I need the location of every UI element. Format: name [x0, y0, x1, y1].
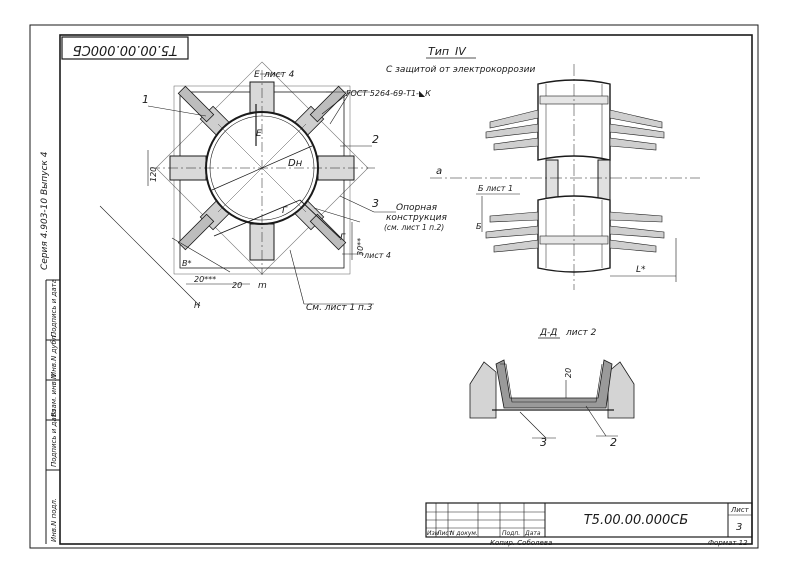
tb-col-list: Лист [436, 530, 453, 537]
stamp-inv-podl: Инв.N подл. [50, 498, 58, 542]
stamp-inv-dubl: Инв.N дубл. [50, 333, 58, 377]
inner-frame [59, 34, 753, 545]
l-label: L* [636, 265, 646, 275]
tb-col-date: Дата [524, 530, 541, 537]
dim-20-b: 20 [232, 281, 242, 290]
e-top-label: Е [254, 70, 260, 80]
support-1: Опорная [396, 203, 438, 213]
series-label: Серия 4.903-10 Выпуск 4 [40, 151, 50, 270]
a-label: а [436, 166, 442, 177]
g-right-label: Г [340, 233, 346, 243]
dim-20-a: 20*** [194, 275, 216, 284]
callout-3: 3 [372, 197, 379, 210]
section-ref: лист 2 [565, 328, 597, 338]
tb-col-doc: N докум. [450, 530, 478, 537]
dim-30: 30** [356, 238, 365, 256]
gost-note: ГОСТ 5264-69-Т1-◣К [346, 89, 431, 98]
left-view [99, 61, 396, 307]
subtitle: С защитой от электрокоррозии [386, 65, 535, 75]
rotated-code: Т5.00.00.000СБ [73, 42, 178, 57]
type-numeral: IV [455, 45, 467, 58]
support-2: конструкция [386, 213, 447, 223]
stamp-sign-date-1: Подпись и дата [50, 409, 58, 467]
copied-by: Копир. Соболева [490, 539, 552, 547]
see-sheet-note: См. лист 1 п.3 [306, 303, 373, 313]
callout-1: 1 [142, 93, 149, 106]
format-label: Формат 12 [708, 539, 748, 547]
section-callout-3: 3 [540, 436, 547, 449]
tb-col-sign: Подп. [502, 530, 520, 537]
section-title: Д-Д [539, 328, 557, 338]
stamp-vzam-inv: Взам. инв.N [50, 373, 58, 417]
h-label: Н [194, 301, 200, 310]
tb-col-izm: Изм [427, 530, 440, 537]
sheet4-top: лист 4 [263, 70, 295, 80]
dim-120: 120 [149, 167, 158, 182]
dn-label: Dн [288, 158, 303, 169]
section-dim-20: 20 [564, 368, 573, 378]
e-mid-label: Е [256, 129, 262, 139]
rotated-code-box: Т5.00.00.000СБ [61, 36, 189, 60]
tb-doc-code: Т5.00.00.000СБ [584, 513, 689, 528]
section-callout-2: 2 [610, 436, 617, 449]
b-label: В* [182, 259, 192, 268]
title-block [425, 502, 753, 538]
m-label: m [258, 281, 267, 291]
callout-2: 2 [372, 133, 379, 146]
margin-stamp: Инв.N подл. Подпись и дата Взам. инв.N И… [45, 279, 60, 544]
section-view [469, 359, 635, 439]
type-title: Тип [428, 45, 449, 58]
tb-sheet-number: 3 [736, 522, 742, 533]
tb-sheet-label: Лист [730, 506, 750, 514]
outer-frame [29, 24, 759, 549]
support-3: (см. лист 1 п.2) [384, 223, 444, 232]
b-sheet-label: Б лист 1 [478, 184, 513, 193]
right-view [430, 64, 700, 290]
g-left-label: Г [282, 206, 288, 216]
stamp-sign-date-2: Подпись и дата [50, 279, 58, 337]
sheet4-right: лист 4 [363, 251, 391, 260]
b-label-right: Б [476, 222, 482, 231]
